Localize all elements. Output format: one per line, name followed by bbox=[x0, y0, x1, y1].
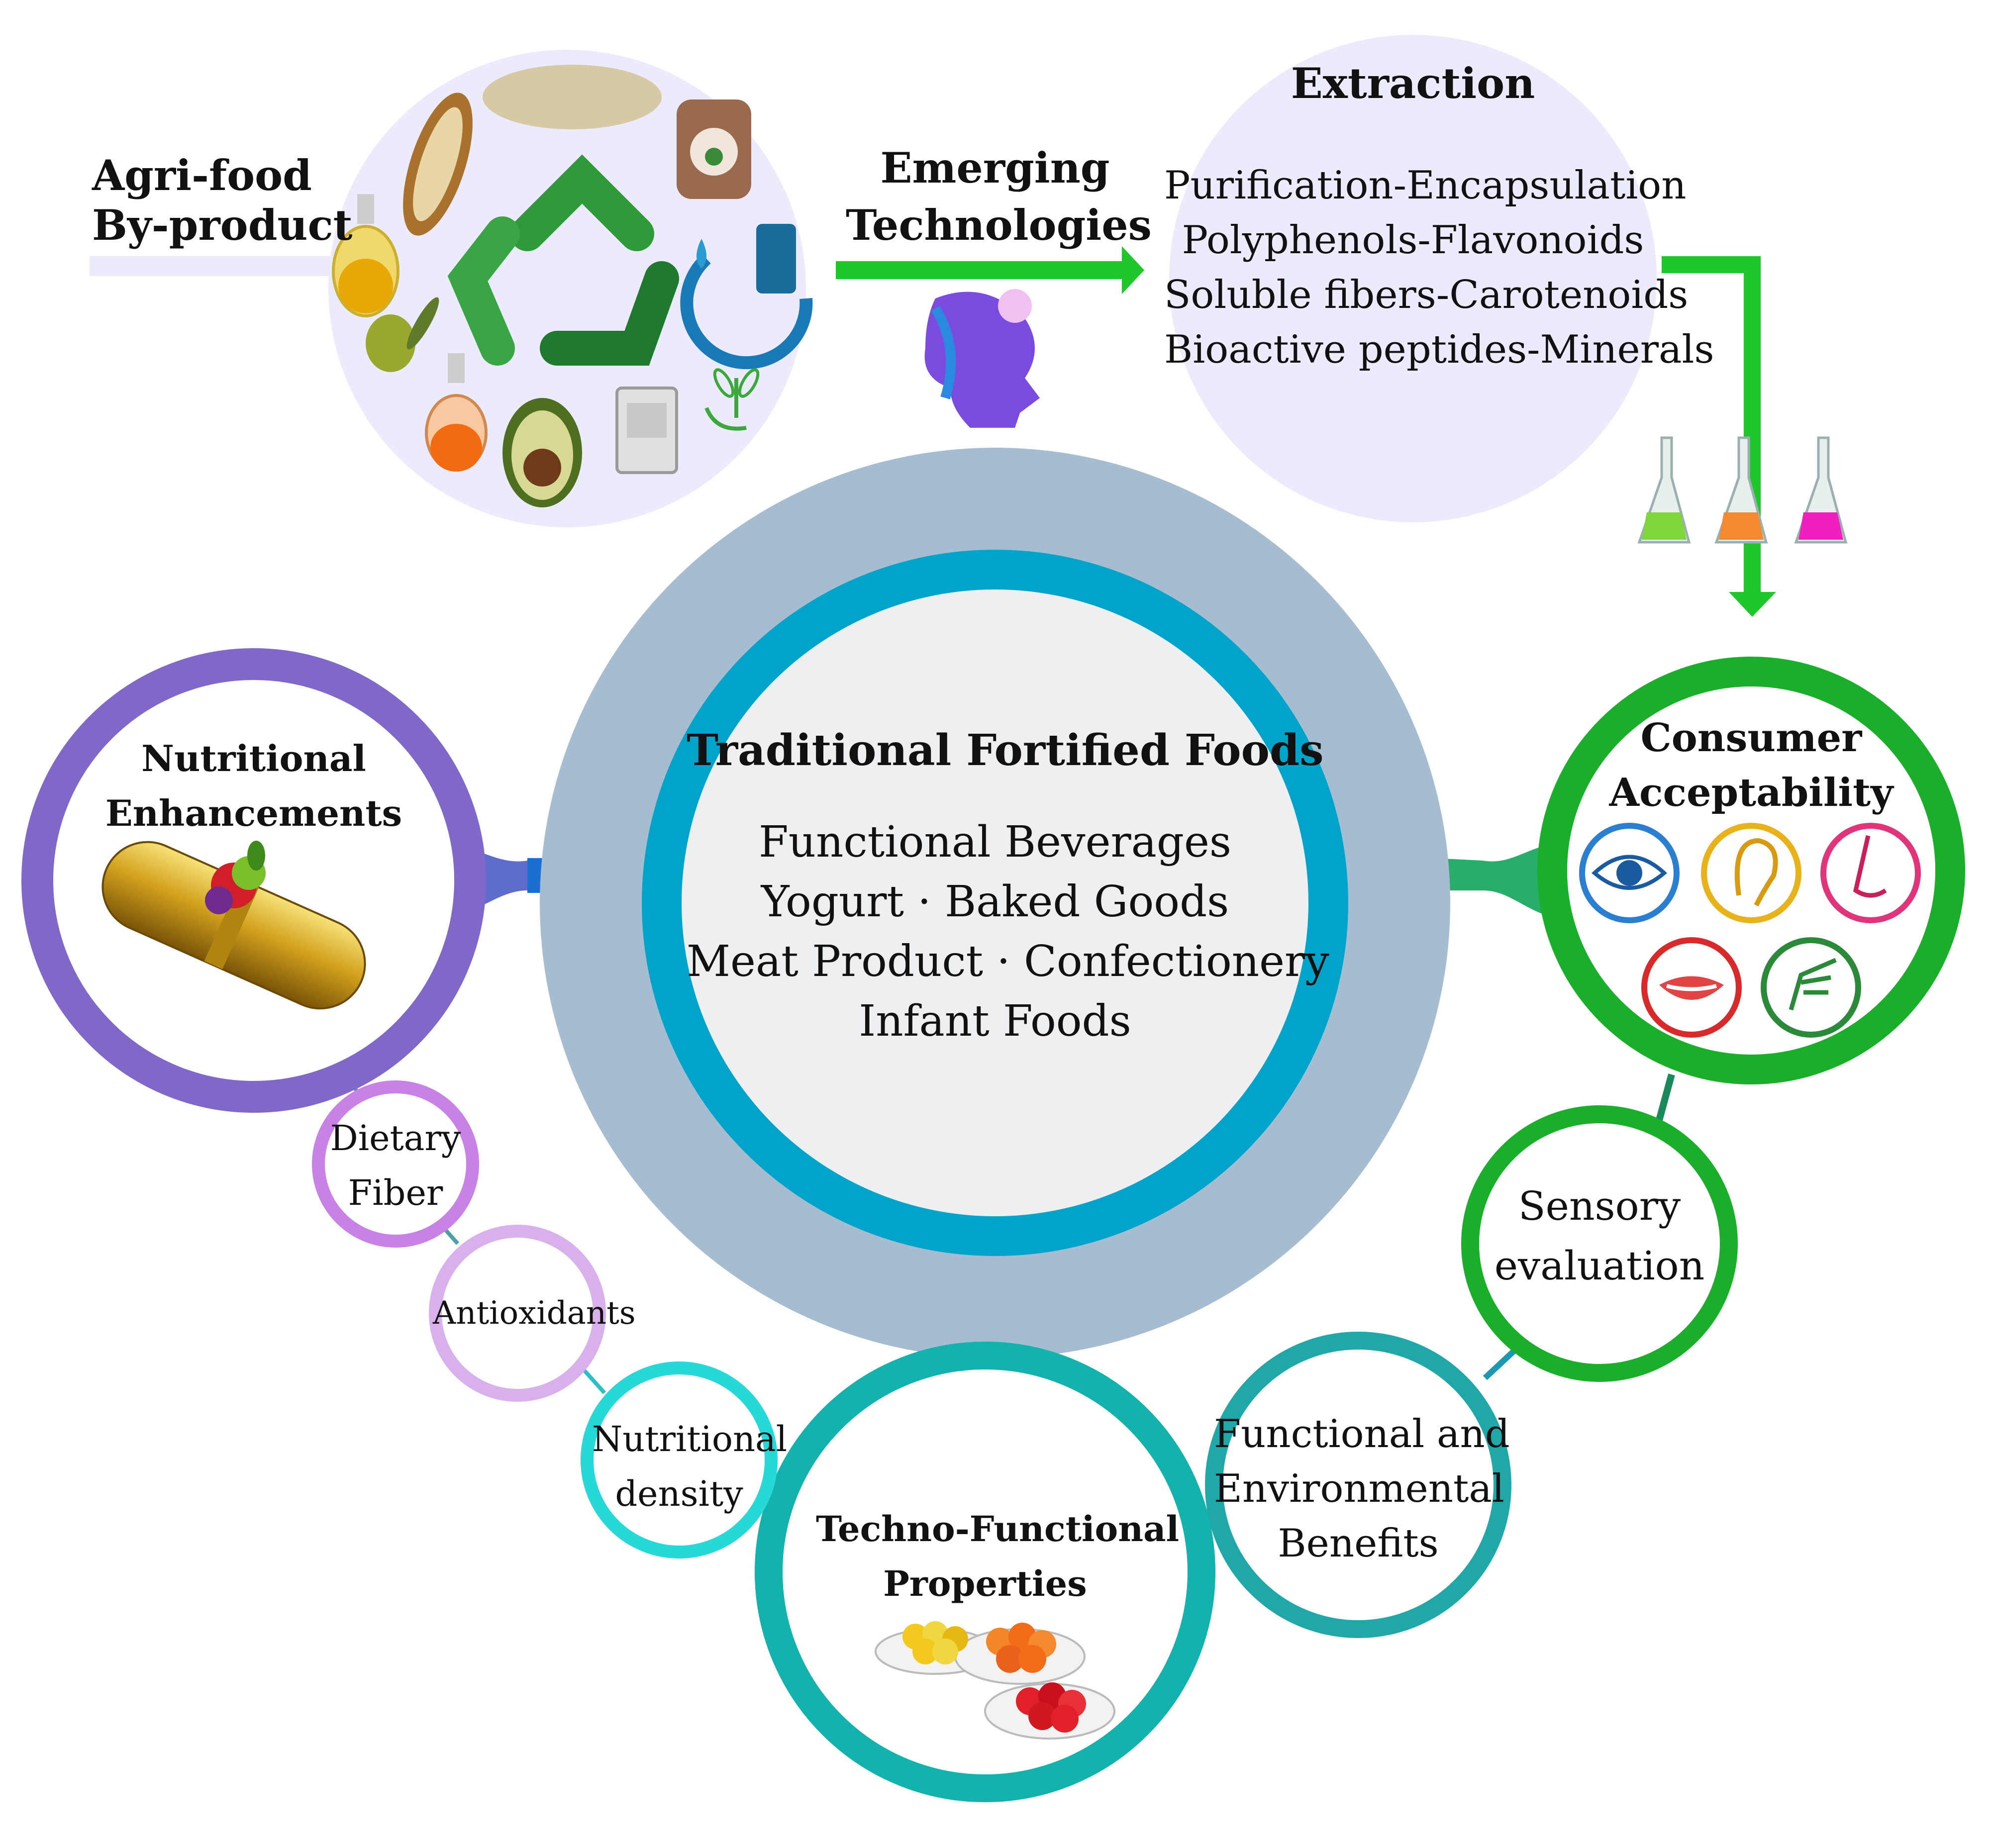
techno-circle bbox=[755, 1342, 1215, 1802]
center-item: Yogurt · Baked Goods bbox=[761, 877, 1229, 927]
sensory-evaluation-line1: Sensory bbox=[1518, 1183, 1681, 1229]
seed-pod-icon bbox=[403, 93, 473, 236]
techno-title-line2: Properties bbox=[883, 1563, 1087, 1604]
byproduct-title-line1: Agri-food bbox=[92, 151, 312, 200]
center-item: Meat Product · Confectionery bbox=[687, 937, 1329, 986]
capsule-icon bbox=[101, 841, 366, 1010]
recycle-icon bbox=[447, 154, 679, 366]
dietary-fiber-line1: Dietary bbox=[330, 1118, 461, 1159]
orange-oil-bottle-icon bbox=[425, 353, 488, 472]
olive-icon bbox=[366, 297, 439, 372]
byproduct-bar bbox=[90, 256, 338, 276]
extraction-title: Extraction bbox=[1291, 59, 1535, 108]
nutritional-density-line1: Nutritional bbox=[592, 1419, 788, 1459]
nose-icon bbox=[1820, 823, 1921, 923]
dietary-fiber-line2: Fiber bbox=[348, 1172, 443, 1213]
benefits-circle bbox=[1205, 1332, 1511, 1638]
dietary-fiber-circle bbox=[312, 1080, 479, 1248]
extraction-item: Purification-Encapsulation bbox=[1164, 163, 1687, 208]
sub-connector-3 bbox=[581, 1366, 606, 1394]
sensory-evaluation-circle bbox=[1461, 1105, 1738, 1382]
machine-icon bbox=[615, 387, 678, 474]
consumer-title-line2: Acceptability bbox=[1609, 770, 1894, 815]
antioxidants-circle bbox=[429, 1225, 606, 1402]
extraction-item: Polyphenols-Flavonoids bbox=[1182, 218, 1644, 263]
consumer-title-line1: Consumer bbox=[1640, 715, 1862, 761]
center-title: Traditional Fortified Foods bbox=[687, 725, 1324, 776]
eye-icon bbox=[1579, 823, 1680, 923]
extraction-circle bbox=[1169, 35, 1657, 522]
sensory-evaluation-line2: evaluation bbox=[1494, 1243, 1705, 1289]
nutritional-title-line2: Enhancements bbox=[105, 792, 402, 834]
avocado-icon bbox=[502, 398, 582, 507]
benefits-line2: Environmental bbox=[1214, 1466, 1504, 1511]
ear-icon bbox=[1701, 823, 1801, 923]
techno-title-line1: Techno-Functional bbox=[816, 1508, 1180, 1550]
flask-green-icon bbox=[1637, 436, 1691, 544]
antioxidants-label: Antioxidants bbox=[433, 1295, 636, 1332]
idea-head-icon bbox=[924, 289, 1040, 428]
byproduct-title-line2: By-product bbox=[92, 200, 353, 250]
extraction-item: Bioactive peptides-Minerals bbox=[1164, 327, 1714, 372]
oil-bottle-icon bbox=[332, 194, 399, 317]
plug-plant-icon bbox=[704, 368, 760, 431]
technology-label-line1: Emerging bbox=[880, 143, 1110, 193]
oats-icon bbox=[483, 65, 662, 129]
nutritional-title-line1: Nutritional bbox=[141, 737, 366, 779]
center-item: Functional Beverages bbox=[759, 817, 1231, 867]
mouth-icon bbox=[1641, 937, 1742, 1038]
flask-pink-icon bbox=[1794, 436, 1848, 544]
nutritional-density-circle bbox=[581, 1362, 778, 1558]
benefits-line1: Functional and bbox=[1214, 1412, 1510, 1457]
hand-icon bbox=[1761, 937, 1861, 1038]
center-item: Infant Foods bbox=[859, 996, 1131, 1046]
extraction-item: Soluble fibers-Carotenoids bbox=[1164, 273, 1689, 317]
sack-icon bbox=[677, 99, 751, 199]
fuel-pump-icon bbox=[680, 224, 813, 370]
center-disc bbox=[682, 589, 1308, 1216]
flask-orange-icon bbox=[1714, 436, 1768, 544]
emerging-technologies-arrow bbox=[836, 246, 1144, 294]
spheres-icon bbox=[875, 1621, 1115, 1740]
nutritional-density-line2: density bbox=[615, 1473, 743, 1514]
benefits-line3: Benefits bbox=[1278, 1521, 1439, 1566]
technology-label-line2: Technologies bbox=[846, 200, 1152, 250]
